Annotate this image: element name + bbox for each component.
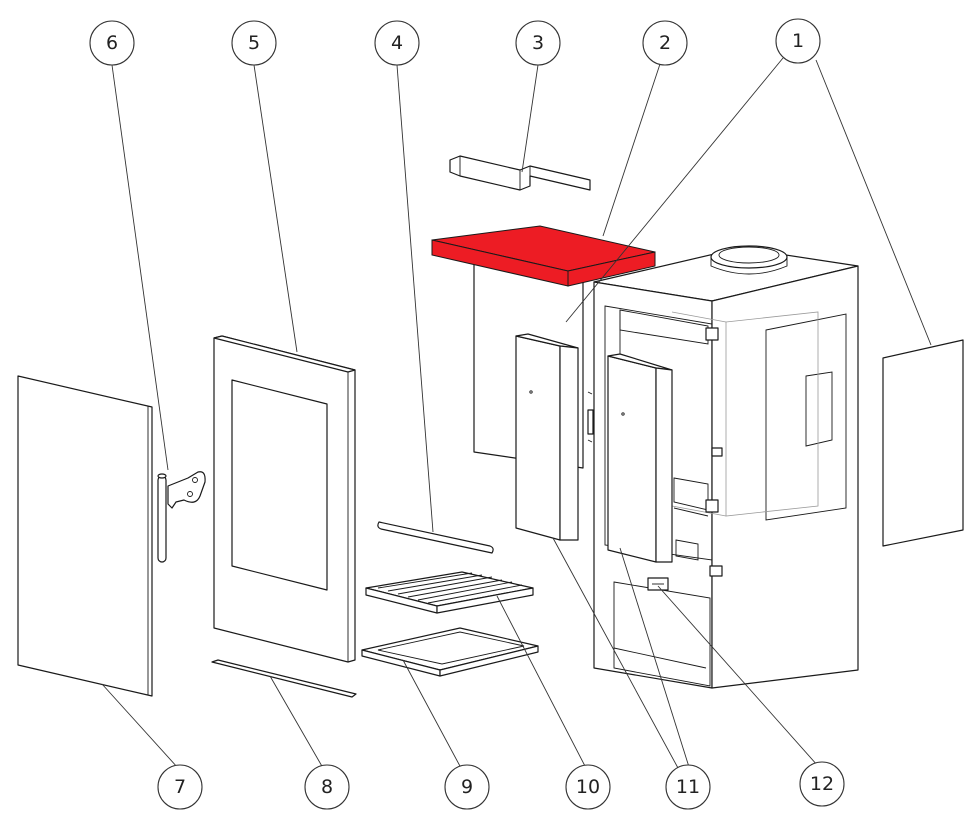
callout-1: 1: [775, 18, 821, 64]
leader-4: [396, 64, 434, 533]
callout-8: 8: [304, 764, 350, 810]
leader-1b: [815, 59, 932, 346]
callout-label: 6: [106, 32, 118, 54]
leader-12: [657, 585, 819, 767]
callout-label: 7: [174, 776, 186, 798]
part-2-top-plate: [431, 225, 656, 287]
leader-7: [101, 683, 179, 769]
part-7-side-panel: [17, 375, 153, 697]
callout-7: 7: [157, 764, 203, 810]
part-4-rod: [377, 521, 494, 554]
callout-label: 9: [461, 776, 473, 798]
leader-1a: [565, 57, 784, 323]
leader-11a: [552, 537, 679, 769]
leader-5: [253, 64, 298, 353]
leader-lines: [101, 57, 932, 769]
callout-10: 10: [565, 764, 611, 810]
part-11-liner-left: [515, 333, 579, 541]
leader-2: [602, 63, 661, 237]
callout-label: 11: [676, 776, 700, 798]
callout-label: 10: [576, 776, 600, 798]
leader-10: [496, 595, 587, 769]
part-2-side-face: [567, 251, 656, 287]
callout-label: 5: [248, 32, 260, 54]
part-3-top-bracket: [449, 155, 591, 191]
callout-11: 11: [665, 764, 711, 810]
callout-5: 5: [231, 20, 277, 66]
callout-label: 12: [810, 773, 834, 795]
callout-label: 1: [792, 30, 804, 52]
leader-3: [521, 64, 539, 173]
callout-4: 4: [374, 20, 420, 66]
callout-label: 4: [391, 32, 403, 54]
part-10-grate: [365, 571, 534, 614]
part-11-liner-right: [607, 353, 673, 563]
callout-label: 2: [659, 32, 671, 54]
leader-9: [402, 659, 462, 769]
leader-11b: [619, 547, 690, 768]
callout-6: 6: [89, 20, 135, 66]
part-6-door-handle: [157, 471, 206, 563]
part-1-side-panel: [882, 339, 964, 547]
callout-label: 3: [532, 32, 544, 54]
leader-6: [111, 64, 169, 471]
callout-3: 3: [515, 20, 561, 66]
callout-label: 8: [321, 776, 333, 798]
part-9-ash-pan: [361, 627, 539, 677]
part-8-door-strip: [211, 659, 357, 698]
callout-9: 9: [444, 764, 490, 810]
callout-12: 12: [799, 761, 845, 807]
callout-2: 2: [642, 20, 688, 66]
leader-8: [269, 675, 324, 769]
part-5-door: [213, 335, 356, 663]
